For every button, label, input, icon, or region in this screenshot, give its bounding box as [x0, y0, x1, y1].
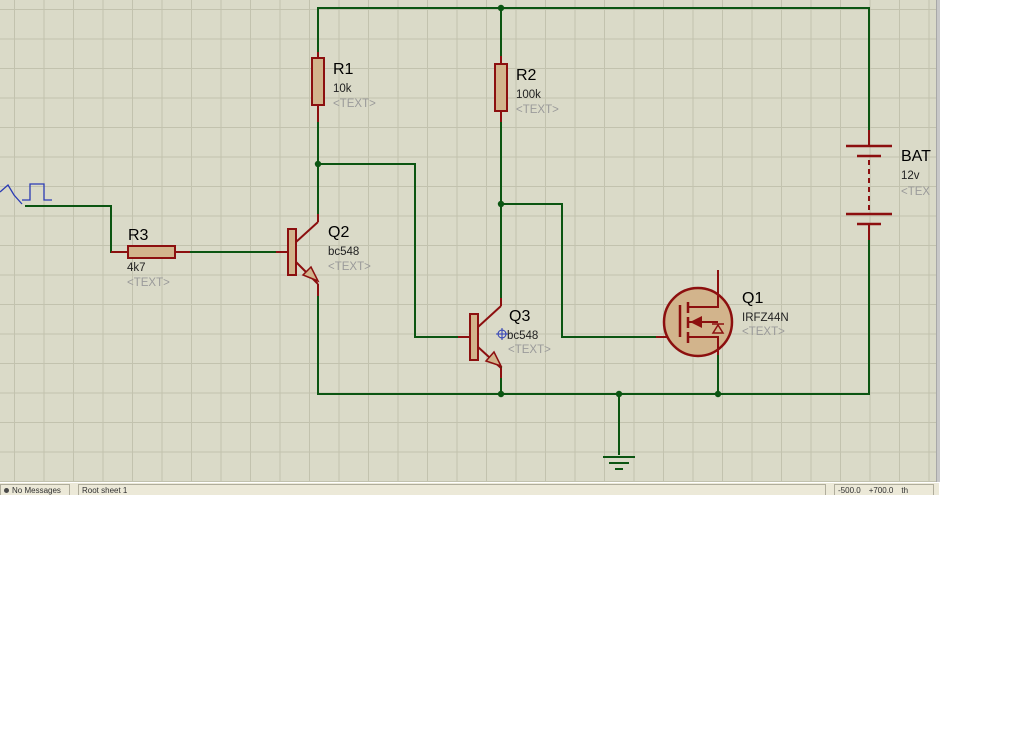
q3-text-label: <TEXT>	[508, 344, 551, 356]
wire-ground-rail[interactable]	[317, 230, 870, 395]
junction-dot	[497, 4, 505, 12]
q1-value-label: IRFZ44N	[742, 312, 789, 324]
resistor-r3[interactable]: R3 4k7 <TEXT>	[111, 227, 190, 289]
message-status-icon	[4, 488, 9, 494]
junction-dot	[615, 390, 623, 398]
r3-ref-label: R3	[128, 227, 149, 244]
r2-value-label: 100k	[516, 89, 541, 101]
bat-ref-label: BAT	[901, 148, 931, 165]
r1-ref-label: R1	[333, 61, 354, 78]
bat-value-label: 12v	[901, 170, 920, 182]
r3-value-label: 4k7	[127, 262, 146, 274]
coord-unit-text: th	[901, 486, 909, 495]
q1-ref-label: Q1	[742, 290, 763, 307]
r2-text-label: <TEXT>	[516, 104, 559, 116]
ground-symbol-icon[interactable]	[603, 456, 635, 470]
junction-dot	[714, 390, 722, 398]
junction-dot	[497, 390, 505, 398]
sheet-name-text: Root sheet 1	[82, 486, 128, 495]
q2-ref-label: Q2	[328, 224, 349, 241]
battery-bat[interactable]: BAT 12v <TEX	[846, 130, 931, 240]
wires	[25, 7, 870, 455]
transistor-q3[interactable]: Q3 bc548 <TEXT>	[458, 298, 551, 378]
q3-value-label: bc548	[507, 330, 538, 342]
coord-x-text: -500.0	[838, 486, 861, 495]
schematic-drawing[interactable]: R1 10k <TEXT> R2 100k <TEXT> R3 4k7 <TEX…	[0, 0, 936, 482]
coord-y-text: +700.0	[868, 486, 894, 495]
wire-q3-collector-to-q1-gate[interactable]	[501, 203, 668, 338]
sheet-panel: Root sheet 1	[78, 484, 826, 495]
resistor-r1[interactable]: R1 10k <TEXT>	[311, 52, 376, 122]
resistor-r2[interactable]: R2 100k <TEXT>	[494, 56, 559, 122]
bat-text-label: <TEX	[901, 186, 930, 198]
vertical-scrollbar[interactable]	[936, 0, 940, 482]
coordinates-panel: -500.0 +700.0 th	[834, 484, 934, 495]
status-bar: No Messages Root sheet 1 -500.0 +700.0 th	[0, 482, 939, 495]
mosfet-q1[interactable]: Q1 IRFZ44N <TEXT>	[656, 270, 789, 358]
q3-ref-label: Q3	[509, 308, 530, 325]
r1-value-label: 10k	[333, 83, 352, 95]
r2-ref-label: R2	[516, 67, 537, 84]
q2-text-label: <TEXT>	[328, 261, 371, 273]
junctions	[314, 4, 722, 398]
messages-text: No Messages	[12, 486, 61, 495]
wire-input[interactable]	[25, 205, 128, 253]
wire-q2-collector-to-q3-base[interactable]	[318, 163, 470, 338]
pulse-generator-icon[interactable]	[0, 183, 52, 205]
crosshair-cursor-icon	[496, 328, 508, 340]
transistor-q2[interactable]: Q2 bc548 <TEXT>	[276, 214, 371, 296]
q1-text-label: <TEXT>	[742, 326, 785, 338]
r1-text-label: <TEXT>	[333, 98, 376, 110]
q2-value-label: bc548	[328, 246, 359, 258]
junction-dot	[497, 200, 505, 208]
junction-dot	[314, 160, 322, 168]
r3-text-label: <TEXT>	[127, 277, 170, 289]
schematic-canvas[interactable]: R1 10k <TEXT> R2 100k <TEXT> R3 4k7 <TEX…	[0, 0, 936, 482]
messages-panel[interactable]: No Messages	[0, 484, 70, 495]
wire-top-rail[interactable]	[317, 7, 870, 137]
